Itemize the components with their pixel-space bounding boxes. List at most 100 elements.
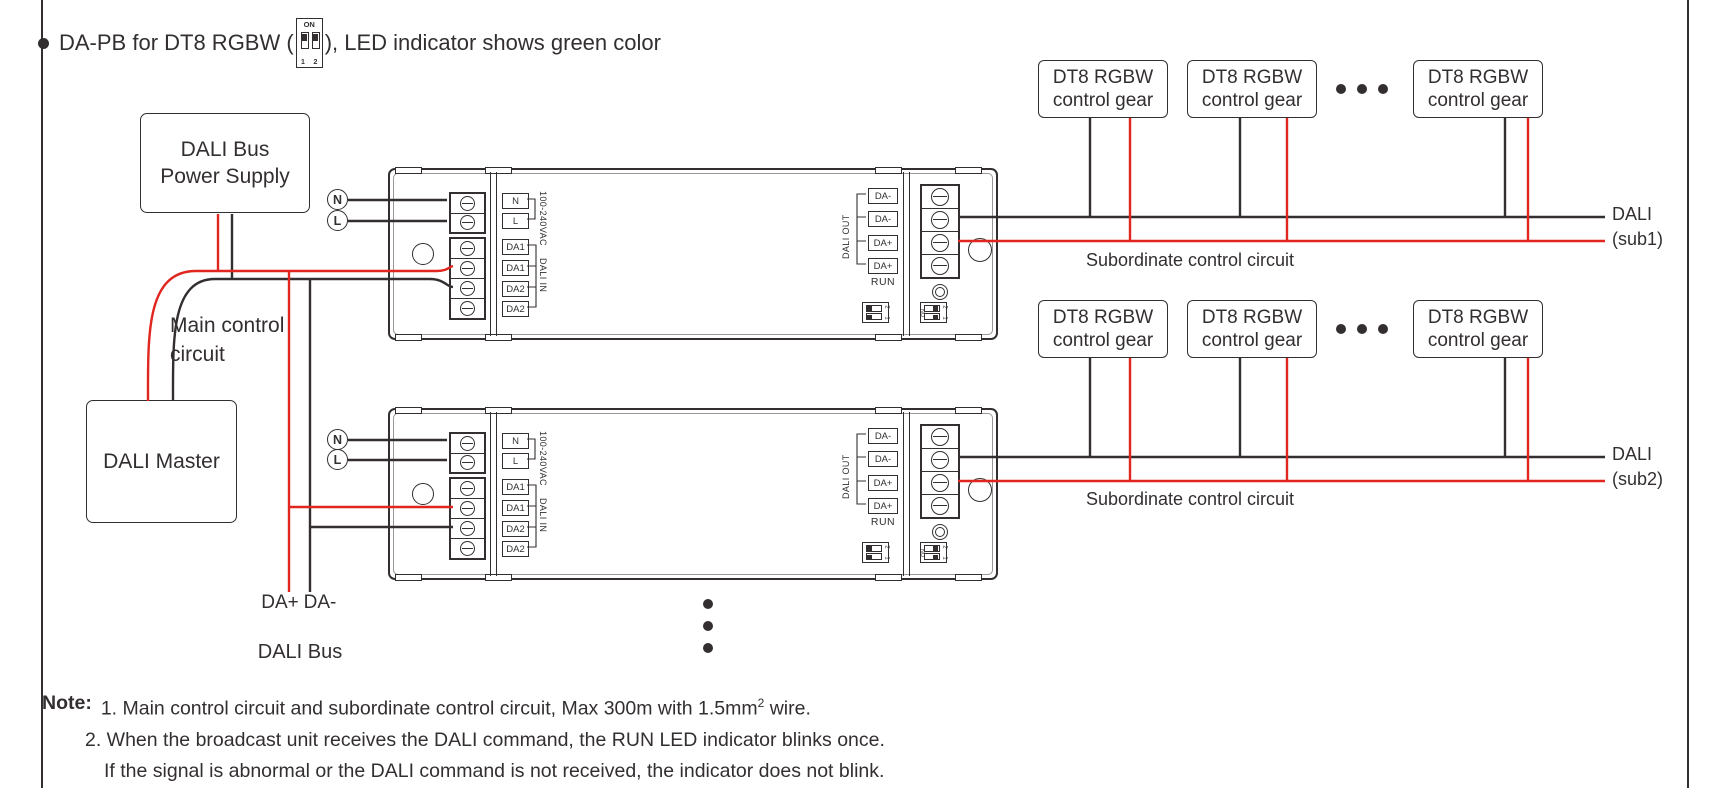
run-led-indicator-icon	[932, 284, 948, 300]
ellipsis-dot-vertical	[703, 599, 713, 609]
da-minus-label: DA-	[303, 592, 337, 613]
run-label: RUN	[870, 276, 896, 288]
broadcast-unit-1: N L DA1 DA1 DA2 DA2 100-240VAC DALI IN D…	[388, 167, 998, 341]
terminal-brackets-unit2	[527, 433, 866, 548]
screw-terminal	[460, 435, 475, 451]
screw-terminal	[460, 195, 475, 211]
dip-switch-2-icon	[311, 32, 320, 49]
note-block: Note: 1. Main control circuit and subord…	[42, 688, 885, 787]
terminal-label-n: N	[502, 193, 529, 209]
terminal-label-da2: DA2	[502, 541, 529, 557]
run-led-indicator-icon	[932, 524, 948, 540]
subordinate-circuit-label-1: Subordinate control circuit	[1085, 250, 1295, 270]
ellipsis-dot-vertical	[703, 621, 713, 631]
dip-switch-1-icon	[300, 32, 309, 49]
screw-terminal	[460, 261, 475, 276]
dali-sub1-label: DALI	[1612, 204, 1653, 224]
ellipsis-dot	[1336, 84, 1346, 94]
screw-terminal	[931, 474, 949, 492]
ellipsis-dot	[1357, 324, 1367, 334]
dali-bus-power-supply-box: DALI Bus Power Supply	[140, 113, 310, 213]
neutral-marker: N	[327, 429, 348, 450]
power-terminal-block	[449, 432, 486, 474]
gear-black-drops-row2	[1088, 358, 1507, 457]
mounting-hole	[412, 243, 434, 265]
unit-case-inner-line	[393, 173, 993, 335]
dali-out-terminal-block	[920, 424, 960, 519]
screw-terminal	[460, 541, 475, 556]
header-text-prefix: DA-PB for DT8 RGBW (	[59, 30, 294, 55]
terminal-label-n: N	[502, 433, 529, 449]
broadcast-unit-2: N L DA1 DA1 DA2 DA2 100-240VAC DALI IN D…	[388, 407, 998, 581]
note-label: Note:	[42, 692, 92, 714]
sub-red-bus	[958, 239, 1605, 483]
dali-master-box: DALI Master	[86, 400, 237, 523]
screw-terminal	[460, 281, 475, 296]
dip-switch-icon: ON 2 1	[920, 542, 947, 563]
dip-pin2-label: 2	[313, 59, 318, 66]
screw-terminal	[931, 451, 949, 469]
master-red-wire	[146, 264, 454, 402]
sub-black-bus	[958, 215, 1605, 459]
subordinate-circuit-label-2: Subordinate control circuit	[1085, 489, 1295, 509]
mains-n-l-wires	[348, 198, 447, 462]
note-line-1: 1. Main control circuit and subordinate …	[100, 696, 811, 720]
dali-bus-label: DALI Bus	[257, 641, 343, 663]
ellipsis-dot	[1357, 84, 1367, 94]
ellipsis-dot	[1378, 324, 1388, 334]
mounting-hole	[412, 483, 434, 505]
dali-sub2-label: DALI	[1612, 444, 1653, 464]
terminal-label-da2: DA2	[502, 301, 529, 317]
note-line-2: 2. When the broadcast unit receives the …	[85, 728, 885, 751]
terminal-label-da1: DA1	[502, 479, 529, 495]
sub1-label: (sub1)	[1612, 229, 1664, 249]
screw-terminal	[931, 497, 949, 515]
page-border-right	[1687, 0, 1689, 788]
screw-terminal	[460, 501, 475, 516]
page-border-left	[41, 0, 43, 788]
unit-case-inner-line	[393, 413, 993, 575]
screw-terminal	[931, 188, 949, 206]
dip-on-label: ON	[303, 20, 315, 29]
dali-out-terminal-block	[920, 184, 960, 279]
terminal-label-da-plus: DA+	[868, 235, 898, 251]
screw-terminal	[460, 301, 475, 316]
gear-black-drops-row1	[1088, 118, 1507, 217]
terminal-label-da-minus: DA-	[868, 211, 898, 227]
live-marker: L	[327, 210, 348, 231]
screw-terminal	[931, 234, 949, 252]
terminal-label-l: L	[502, 213, 529, 229]
master-black-wire	[171, 277, 454, 402]
header-text-suffix: ), LED indicator shows green color	[324, 30, 661, 55]
ellipsis-dot	[1336, 324, 1346, 334]
terminal-label-da-plus: DA+	[868, 498, 898, 514]
ellipsis-dot-vertical	[703, 643, 713, 653]
terminal-label-l: L	[502, 453, 529, 469]
dali-in-terminal-block	[449, 237, 486, 320]
terminal-brackets-unit1	[527, 193, 866, 308]
note-line-3: If the signal is abnormal or the DALI co…	[104, 759, 885, 782]
screw-terminal	[931, 211, 949, 229]
gear-red-drops-row1	[1128, 118, 1530, 241]
terminal-label-da1: DA1	[502, 260, 529, 276]
screw-terminal	[931, 428, 949, 446]
ellipsis-dot	[1378, 84, 1388, 94]
dali-in-terminal-block	[449, 477, 486, 560]
run-label: RUN	[870, 516, 896, 528]
terminal-label-da2: DA2	[502, 521, 529, 537]
dip-switch-legend-icon: 2 1	[862, 302, 889, 323]
gear-red-drops-row2	[1128, 358, 1530, 481]
screw-terminal	[460, 455, 475, 471]
screw-terminal	[460, 481, 475, 496]
screw-terminal	[460, 215, 475, 231]
dip-switch-icon: ON 2 1	[920, 302, 947, 323]
screw-terminal	[460, 241, 475, 256]
sub2-label: (sub2)	[1612, 469, 1664, 489]
